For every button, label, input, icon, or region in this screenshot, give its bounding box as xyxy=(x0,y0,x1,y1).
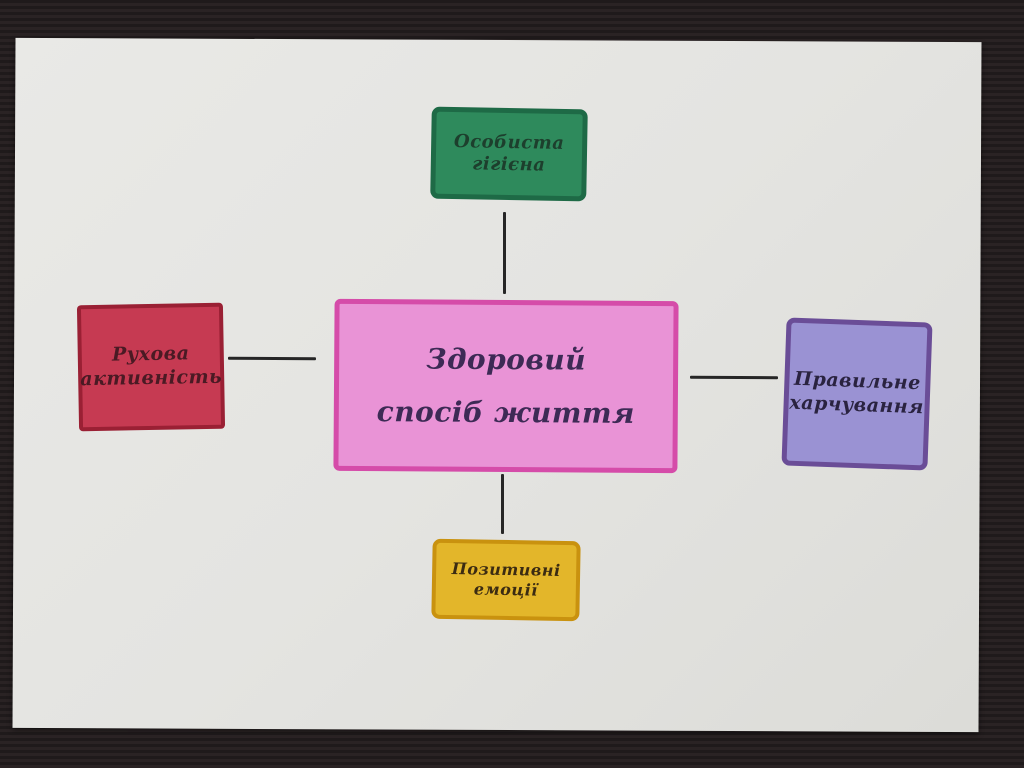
node-physical-activity: Рухова активність xyxy=(76,302,226,432)
node-top-line2: гігієна xyxy=(472,153,546,176)
central-node: Здоровий спосіб життя xyxy=(333,298,679,474)
node-top-line1: Особиста xyxy=(453,130,565,154)
central-node-line2: спосіб життя xyxy=(376,395,636,430)
node-proper-nutrition: Правильне харчування xyxy=(781,317,933,471)
connector-left xyxy=(227,356,317,361)
connector-right xyxy=(689,375,779,380)
connector-bottom xyxy=(501,474,504,534)
node-bottom-line1: Позитивні xyxy=(451,559,561,580)
node-bottom-line2: емоції xyxy=(473,579,539,600)
node-left-line2: активність xyxy=(80,365,223,391)
node-right-line2: харчування xyxy=(789,391,925,419)
node-positive-emotions: Позитивні емоції xyxy=(431,538,581,622)
central-node-line1: Здоровий xyxy=(426,342,587,377)
node-left-line1: Рухова xyxy=(111,342,190,366)
connector-top xyxy=(503,212,506,294)
node-personal-hygiene: Особиста гігієна xyxy=(430,106,588,202)
